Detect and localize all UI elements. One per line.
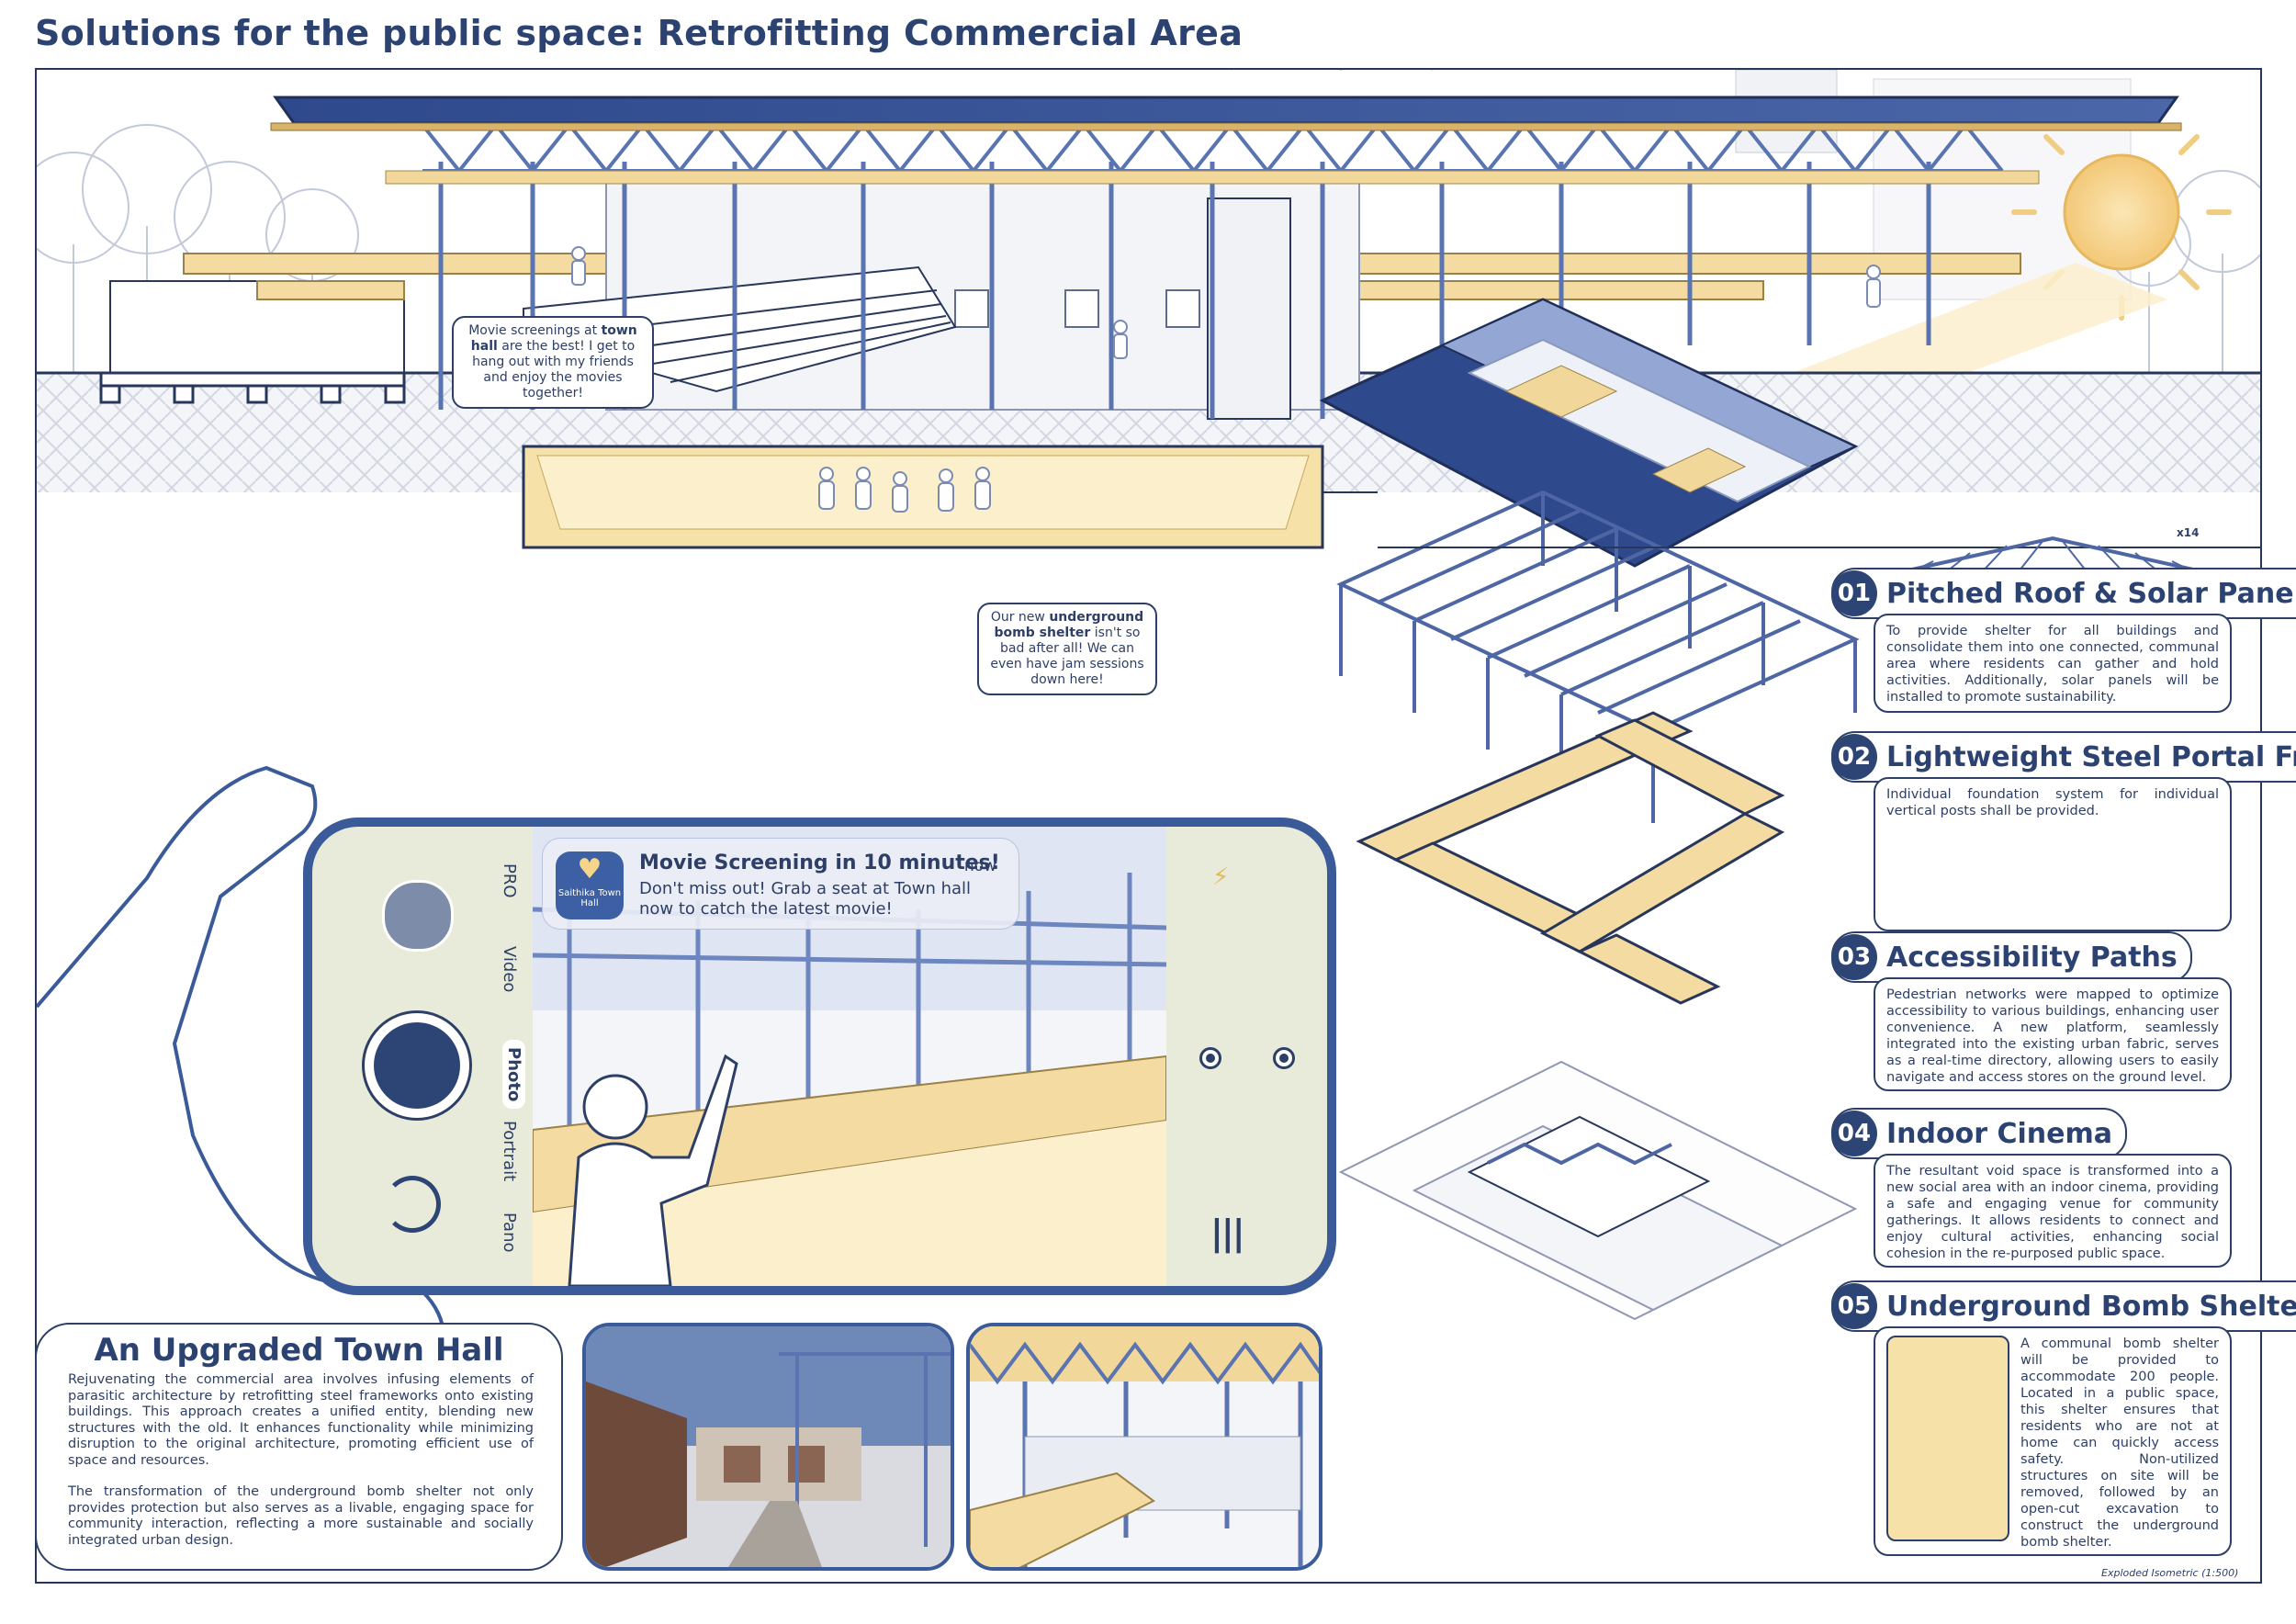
steel-columns: [438, 162, 1931, 419]
heart-icon: ♥: [577, 853, 602, 885]
section-01-header: 01 Pitched Roof & Solar Panels: [1831, 568, 2296, 619]
existing-site-illustration: [586, 1326, 951, 1567]
town-hall-paragraph-2: The transformation of the underground bo…: [68, 1484, 534, 1548]
gallery-thumbnail[interactable]: [382, 880, 454, 952]
shelter-thumbnail: [1886, 1336, 2009, 1541]
flash-icon[interactable]: ⚡: [1212, 863, 1230, 891]
section-03-body: Pedestrian networks were mapped to optim…: [1874, 977, 2232, 1091]
site-photo-proposed: [966, 1323, 1322, 1571]
notification-body: Don't miss out! Grab a seat at Town hall…: [639, 879, 972, 919]
mode-pro[interactable]: PRO: [500, 863, 519, 898]
site-photo-existing: [582, 1323, 954, 1571]
town-hall-paragraph-1: Rejuvenating the commercial area involve…: [68, 1372, 534, 1468]
exploded-roof: [1319, 298, 1859, 568]
section-02-header: 02 Lightweight Steel Portal Frame: [1831, 731, 2296, 783]
section-04-body: The resultant void space is transformed …: [1874, 1154, 2232, 1268]
proposed-site-illustration: [970, 1326, 1319, 1567]
page-title: Solutions for the public space: Retrofit…: [35, 13, 1244, 53]
lens-dot: [1206, 1054, 1215, 1063]
exploded-ground-buildings: [1338, 1060, 1858, 1321]
section-title: Accessibility Paths: [1886, 941, 2178, 974]
section-number: 03: [1831, 934, 1877, 980]
drawing-caption: Exploded Isometric (1:500): [2101, 1567, 2239, 1579]
mode-photo[interactable]: Photo: [502, 1040, 525, 1110]
shutter-inner: [374, 1022, 460, 1109]
speech-bubble-movie: Movie screenings at town hall are the be…: [452, 316, 654, 409]
section-05-body: A communal bomb shelter will be provided…: [1874, 1326, 2232, 1556]
section-title: Lightweight Steel Portal Frame: [1886, 740, 2296, 773]
section-perspective-drawing: [37, 70, 2260, 1505]
lens-toggle-2[interactable]: [1273, 1047, 1295, 1069]
roof-edge: [270, 122, 2182, 131]
mode-pano[interactable]: Pano: [500, 1212, 519, 1253]
projection-screen: [1207, 197, 1291, 420]
solar-panel-roof: [273, 96, 2179, 125]
phone-mockup: PRO Video Photo Portrait Pano ♥: [303, 818, 1336, 1295]
mode-portrait[interactable]: Portrait: [500, 1121, 519, 1182]
wood-ceiling: [385, 170, 2040, 185]
frame-count-label: x14: [2177, 526, 2199, 539]
section-04-header: 04 Indoor Cinema: [1831, 1108, 2127, 1159]
section-title: Pitched Roof & Solar Panels: [1886, 577, 2296, 610]
notification-time: now: [963, 857, 996, 875]
section-number: 01: [1831, 570, 1877, 616]
section-number: 04: [1831, 1111, 1877, 1156]
app-name: Saithika Town Hall: [557, 888, 622, 908]
section-number: 05: [1831, 1283, 1877, 1329]
switch-camera-icon[interactable]: [384, 1176, 441, 1233]
section-title: Underground Bomb Shelter: [1886, 1290, 2296, 1323]
notification-card[interactable]: ♥ Saithika Town Hall Movie Screening in …: [542, 838, 1019, 930]
town-hall-title: An Upgraded Town Hall: [94, 1332, 504, 1369]
town-hall-panel: An Upgraded Town Hall Rejuvenating the c…: [35, 1323, 563, 1571]
exploded-steel-frame: [1336, 490, 1860, 823]
town-hall-body: Rejuvenating the commercial area involve…: [68, 1372, 534, 1564]
lens-dot: [1279, 1054, 1289, 1063]
lens-toggle-1[interactable]: [1199, 1047, 1221, 1069]
mode-video[interactable]: Video: [500, 946, 519, 993]
exploded-accessibility-paths: [1356, 711, 1785, 1005]
foundation-footings: [99, 371, 406, 404]
menu-icon[interactable]: |||: [1210, 1212, 1245, 1253]
section-number: 02: [1831, 734, 1877, 780]
app-icon: ♥ Saithika Town Hall: [556, 851, 624, 919]
notification-title: Movie Screening in 10 minutes!: [639, 851, 1000, 874]
section-title: Indoor Cinema: [1886, 1117, 2112, 1150]
musicians: [818, 467, 991, 513]
shutter-button[interactable]: [362, 1010, 472, 1121]
section-02-body: Individual foundation system for individ…: [1874, 777, 2232, 931]
building-windows: [954, 289, 1200, 328]
section-03-header: 03 Accessibility Paths: [1831, 931, 2192, 983]
section-05-header: 05 Underground Bomb Shelter: [1831, 1280, 2296, 1332]
speech-bubble-shelter: Our new underground bomb shelter isn't s…: [977, 603, 1157, 695]
section-01-body: To provide shelter for all buildings and…: [1874, 614, 2232, 713]
